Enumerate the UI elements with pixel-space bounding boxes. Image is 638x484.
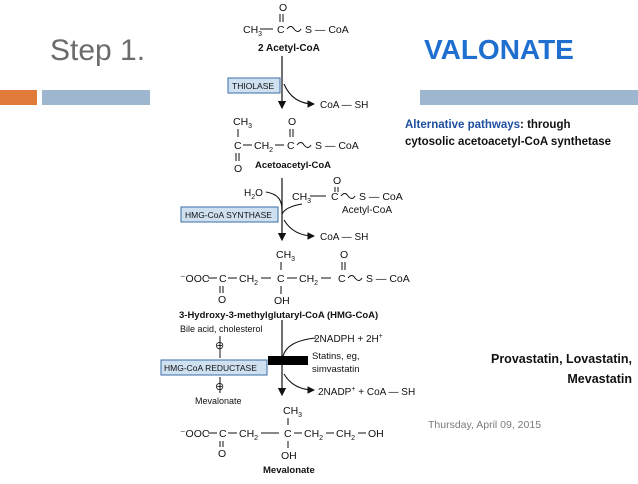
acetoacetyl-s-coa-label: S — CoA xyxy=(315,140,359,152)
hmg-ooc-label: ⁻OOC xyxy=(180,273,210,285)
hmg-reductase-enzyme-label: HMG-CoA REDUCTASE xyxy=(164,363,257,373)
acetoacetyl-ch3-label: CH3 xyxy=(233,116,252,130)
statins-note-line2: Mevastatin xyxy=(567,372,632,386)
hmg-o-bottom: O xyxy=(218,294,226,306)
statin-block-bar xyxy=(268,356,308,365)
bile-acid-label: Bile acid, cholesterol xyxy=(180,324,263,334)
acetoacetyl-coa-structure: CH3 O C CH2 C S — CoA O Acetoacetyl-CoA xyxy=(233,116,359,175)
hmg-c-thioester-label: C xyxy=(338,273,346,285)
mev-ch2b-label: CH2 xyxy=(304,428,323,442)
coa-sh-label-1: CoA — SH xyxy=(320,100,368,111)
acetyl-o-label: O xyxy=(279,2,287,14)
thiolase-enzyme-box xyxy=(227,77,281,94)
hmg-o-top: O xyxy=(340,249,348,261)
acetoacetyl-ch2-label: CH2 xyxy=(254,140,273,154)
h2o-label: H2O xyxy=(244,188,263,201)
acetyl-s-coa-label: S — CoA xyxy=(305,24,349,36)
hmg-oh-label: OH xyxy=(274,295,290,307)
hmg-c-center-label: C xyxy=(277,273,285,285)
acetyl-ch3-label: CH3 xyxy=(243,24,262,38)
acetoacetyl-o-top: O xyxy=(288,116,296,128)
hmg-c1-label: C xyxy=(219,273,227,285)
nadph-label: 2NADPH + 2H+ xyxy=(314,333,383,345)
mev-oh-label: OH xyxy=(281,450,297,462)
alternative-pathways-label: Alternative pathways xyxy=(405,119,521,131)
mevalonate-structure: CH3 ⁻OOC C CH2 C CH2 CH2 OH O OH Mevalon… xyxy=(180,405,384,476)
mev-o-bottom: O xyxy=(218,448,226,460)
mev-oh-end-label: OH xyxy=(368,428,384,440)
hmg-synthase-enzyme-box xyxy=(180,206,279,223)
mevalonate-pathway-diagram: O CH3 C S — CoA 2 Acetyl-CoA THIOLASE Co… xyxy=(150,0,420,479)
minus-icon-1: ⊖ xyxy=(215,340,224,352)
minus-icon-2: ⊖ xyxy=(215,381,224,393)
mevalonate-name: Mevalonate xyxy=(263,465,315,476)
coa-release-arrow-1 xyxy=(283,83,316,108)
acetyl-coa-structure: O CH3 C S — CoA 2 Acetyl-CoA xyxy=(243,2,349,54)
hmg-coa-structure: CH3 O ⁻OOC C CH2 C CH2 C S — CoA O OH 3-… xyxy=(179,249,410,321)
statins-note: Provastatin, Lovastatin, Mevastatin xyxy=(450,349,632,389)
mev-ch3-label: CH3 xyxy=(283,405,302,419)
hmg-ch2b-label: CH2 xyxy=(299,273,318,287)
acetyl-coa-input-structure: O CH3 C S — CoA Acetyl-CoA xyxy=(292,175,403,216)
slide-date: Thursday, April 09, 2015 xyxy=(428,419,542,431)
alternative-pathways-text: : through cytosolic acetoacetyl-CoA synt… xyxy=(405,119,612,148)
side-acetyl-s-coa: S — CoA xyxy=(359,191,403,203)
acetoacetyl-o-bottom: O xyxy=(234,163,242,175)
hmg-ch2a-label: CH2 xyxy=(239,273,258,287)
coa-sh-label-2: CoA — SH xyxy=(320,232,368,243)
acetoacetyl-c2-label: C xyxy=(287,140,295,152)
accent-bar-orange xyxy=(0,90,37,105)
side-acetyl-o: O xyxy=(333,175,341,187)
nadph-input-arrow xyxy=(282,337,317,357)
mevalonate-feedback-label: Mevalonate xyxy=(195,396,242,406)
coa-release-arrow-2 xyxy=(283,219,316,240)
acetyl-coa-input-arrow xyxy=(281,203,303,215)
nadp-label: 2NADP+ + CoA — SH xyxy=(318,386,415,398)
acetyl-c-label: C xyxy=(277,24,285,36)
acetoacetyl-c1-label: C xyxy=(234,140,242,152)
hmg-synthase-enzyme-label: HMG-CoA SYNTHASE xyxy=(185,210,272,220)
hmg-s-coa-label: S — CoA xyxy=(366,273,410,285)
mev-ch2c-label: CH2 xyxy=(336,428,355,442)
statins-eg-label: Statins, eg, xyxy=(312,351,360,362)
hmg-ch3-label: CH3 xyxy=(276,249,295,263)
slide-title-continued: VALONATE xyxy=(424,34,574,65)
mev-c1-label: C xyxy=(219,428,227,440)
thiolase-enzyme-label: THIOLASE xyxy=(232,81,274,91)
side-acetyl-ch3: CH3 xyxy=(292,191,311,205)
pathway-svg: O CH3 C S — CoA 2 Acetyl-CoA THIOLASE Co… xyxy=(160,2,415,476)
hmg-reductase-enzyme-box xyxy=(160,359,268,376)
simvastatin-label: simvastatin xyxy=(312,364,360,375)
acetoacetyl-coa-name: Acetoacetyl-CoA xyxy=(255,160,331,171)
hmg-coa-name: 3-Hydroxy-3-methylglutaryl-CoA (HMG-CoA) xyxy=(179,310,378,321)
mev-c-center-label: C xyxy=(284,428,292,440)
side-acetyl-coa-name: Acetyl-CoA xyxy=(342,205,392,216)
side-acetyl-c: C xyxy=(331,191,339,203)
mev-ch2a-label: CH2 xyxy=(239,428,258,442)
mev-ooc-label: ⁻OOC xyxy=(180,428,210,440)
slide-title: Step 1. xyxy=(50,34,146,67)
acetyl-coa-name: 2 Acetyl-CoA xyxy=(258,43,320,54)
alternative-pathways-note: Alternative pathways: through cytosolic … xyxy=(405,117,615,151)
statins-note-line1: Provastatin, Lovastatin, xyxy=(490,352,632,366)
nadp-release-arrow xyxy=(283,373,316,394)
